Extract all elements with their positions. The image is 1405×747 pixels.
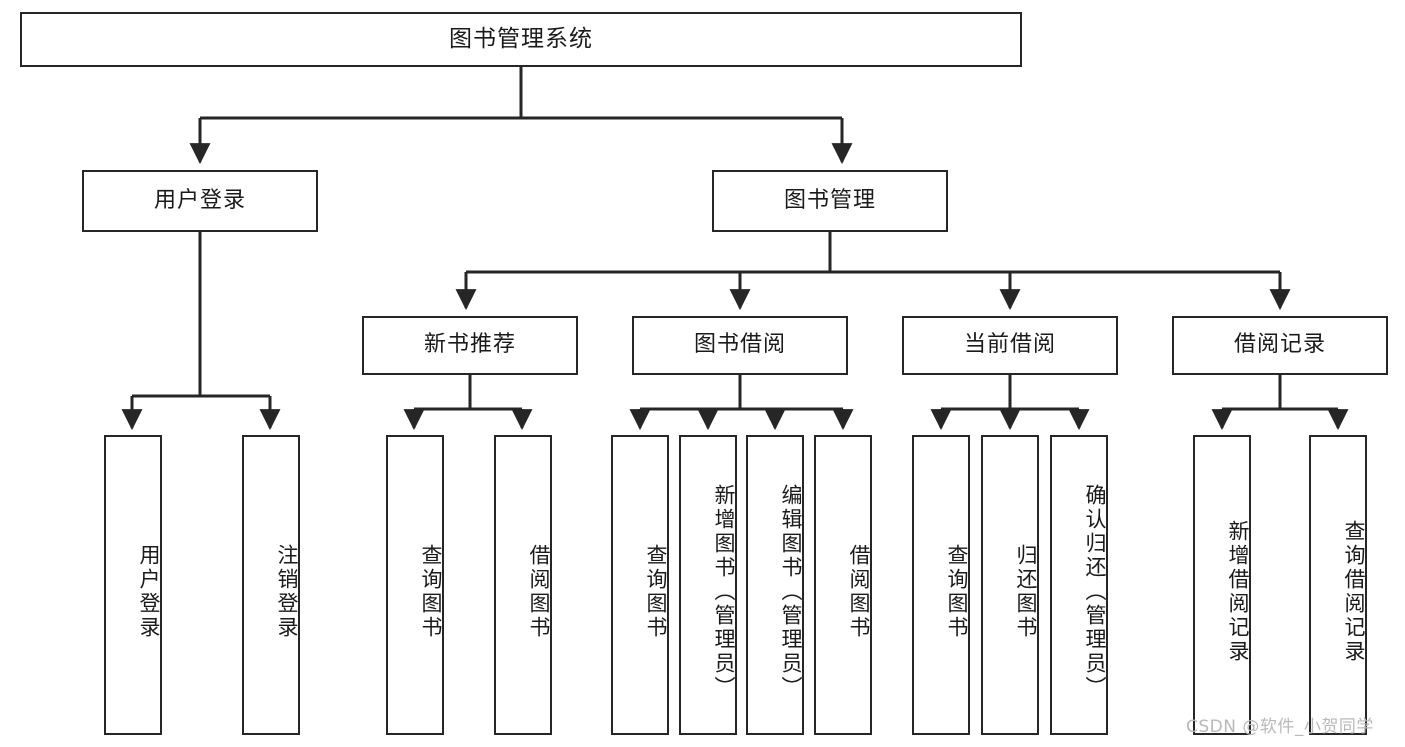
node-book-management-label: 图书管理 [783, 187, 876, 213]
node-current-borrow[interactable]: 当前借阅 [902, 316, 1118, 375]
leaf-label: 查询借阅记录 [1342, 520, 1366, 664]
node-user-login[interactable]: 用户登录 [82, 170, 318, 232]
leaf-recommend-borrow-book[interactable]: 借阅图书 [494, 435, 552, 735]
node-book-management[interactable]: 图书管理 [712, 170, 948, 232]
node-book-borrow[interactable]: 图书借阅 [632, 316, 848, 375]
leaf-record-query-record[interactable]: 查询借阅记录 [1309, 435, 1367, 735]
leaf-label: 用户登录 [137, 544, 161, 640]
leaf-label: 借阅图书 [527, 544, 551, 640]
leaf-record-add-record[interactable]: 新增借阅记录 [1193, 435, 1251, 735]
node-borrow-record[interactable]: 借阅记录 [1172, 316, 1388, 375]
node-borrow-record-label: 借阅记录 [1233, 332, 1326, 358]
leaf-current-confirm-return[interactable]: 确认归还（管理员） [1050, 435, 1108, 735]
leaf-current-query-book[interactable]: 查询图书 [912, 435, 970, 735]
leaf-label: 新增图书（管理员） [712, 484, 736, 700]
leaf-label: 新增借阅记录 [1226, 520, 1250, 664]
leaf-borrow-query-book[interactable]: 查询图书 [611, 435, 669, 735]
leaf-label: 借阅图书 [847, 544, 871, 640]
leaf-recommend-query-book[interactable]: 查询图书 [386, 435, 444, 735]
node-root-label: 图书管理系统 [449, 25, 593, 52]
leaf-borrow-borrow-book[interactable]: 借阅图书 [814, 435, 872, 735]
leaf-user-login-logout[interactable]: 注销登录 [242, 435, 300, 735]
leaf-label: 查询图书 [419, 544, 443, 640]
node-book-borrow-label: 图书借阅 [693, 332, 786, 358]
leaf-label: 归还图书 [1014, 544, 1038, 640]
node-user-login-label: 用户登录 [153, 187, 246, 213]
leaf-label: 查询图书 [945, 544, 969, 640]
leaf-label: 编辑图书（管理员） [779, 484, 803, 700]
leaf-label: 确认归还（管理员） [1083, 484, 1107, 700]
leaf-label: 注销登录 [275, 544, 299, 640]
leaf-borrow-edit-book[interactable]: 编辑图书（管理员） [746, 435, 804, 735]
node-new-book-recommend-label: 新书推荐 [423, 332, 516, 358]
node-new-book-recommend[interactable]: 新书推荐 [362, 316, 578, 375]
leaf-current-return-book[interactable]: 归还图书 [981, 435, 1039, 735]
node-root[interactable]: 图书管理系统 [20, 12, 1022, 67]
leaf-user-login-login[interactable]: 用户登录 [104, 435, 162, 735]
leaf-label: 查询图书 [644, 544, 668, 640]
leaf-borrow-add-book[interactable]: 新增图书（管理员） [679, 435, 737, 735]
node-current-borrow-label: 当前借阅 [963, 332, 1056, 358]
